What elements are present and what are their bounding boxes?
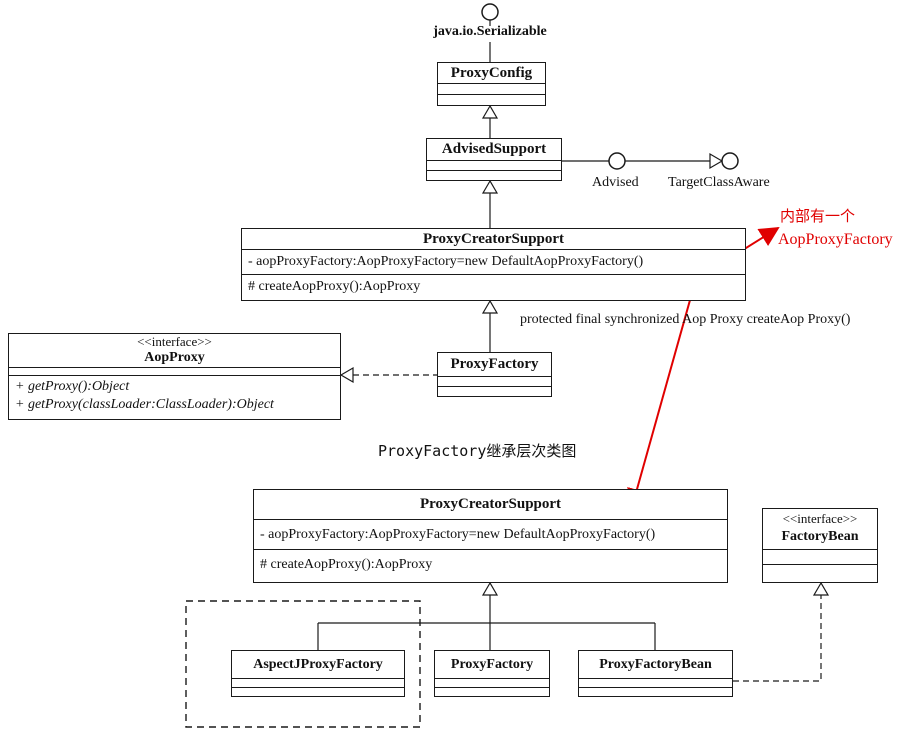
pcs-bottom-class: ProxyCreatorSupport - aopProxyFactory:Ao…: [253, 489, 728, 583]
advised-interface-circle: [608, 152, 626, 170]
pcs-top-class: ProxyCreatorSupport - aopProxyFactory:Ao…: [241, 228, 746, 301]
proxyfactory-top-class: ProxyFactory: [437, 352, 552, 397]
targetclassaware-label: TargetClassAware: [668, 175, 770, 190]
targetclassaware-interface-circle: [721, 152, 739, 170]
factorybean-interface: <<interface>> FactoryBean: [762, 508, 878, 583]
pcs-top-method: # createAopProxy():AopProxy: [242, 274, 745, 298]
advisedsupport-name: AdvisedSupport: [441, 141, 547, 157]
proxyfactory-extends-arrow: [481, 299, 499, 314]
aspectjproxyfactory-name: AspectJProxyFactory: [253, 657, 383, 672]
pcs-bottom-attr: - aopProxyFactory:AopProxyFactory=new De…: [254, 519, 727, 549]
annotation-line-1: 内部有一个: [780, 209, 856, 225]
bottom-extends-arrow: [481, 581, 499, 596]
pcs-top-attr: - aopProxyFactory:AopProxyFactory=new De…: [242, 249, 745, 274]
pcs-bottom-name: ProxyCreatorSupport: [419, 496, 562, 512]
factorybean-realization-line: [733, 595, 822, 682]
proxyconfig-name: ProxyConfig: [450, 65, 533, 81]
targetclassaware-arrow: [709, 152, 724, 170]
advised-label: Advised: [592, 175, 639, 190]
aopproxy-name: AopProxy: [144, 350, 205, 365]
proxyfactory-bottom-name: ProxyFactory: [450, 657, 534, 672]
proxyfactorybean-class: ProxyFactoryBean: [578, 650, 733, 697]
aopproxy-interface: <<interface>> AopProxy + getProxy():Obje…: [8, 333, 341, 420]
serializable-interface-circle: [481, 3, 499, 21]
proxyconfig-class: ProxyConfig: [437, 62, 546, 106]
serializable-label: java.io.Serializable: [433, 24, 547, 39]
factorybean-name: FactoryBean: [781, 529, 859, 544]
pcs-extends-arrow: [481, 179, 499, 194]
pcs-top-name: ProxyCreatorSupport: [422, 231, 565, 247]
proxyfactory-bottom-class: ProxyFactory: [434, 650, 550, 697]
pcs-top-attr-prefix: - aopProxyFactory:AopProxyFactory=: [248, 254, 465, 269]
aopproxy-method-1: + getProxy():Object: [9, 375, 340, 396]
pcs-top-attr-highlight: new DefaultAopProxyFactory(): [464, 254, 644, 269]
aspectjproxyfactory-class: AspectJProxyFactory: [231, 650, 405, 697]
aopproxy-realization-arrow: [339, 366, 354, 384]
aopproxy-stereotype: <<interface>>: [137, 334, 212, 349]
aopproxy-method-2: + getProxy(classLoader:ClassLoader):Obje…: [15, 397, 274, 412]
pcs-bottom-method: # createAopProxy():AopProxy: [254, 549, 727, 580]
advisedsupport-class: AdvisedSupport: [426, 138, 562, 181]
factorybean-realization-arrow: [812, 581, 830, 596]
factorybean-stereotype: <<interface>>: [782, 511, 858, 526]
advisedsupport-extends-arrow: [481, 104, 499, 119]
proxyfactory-top-name: ProxyFactory: [450, 356, 539, 372]
diagram-caption: ProxyFactory继承层次类图: [378, 442, 577, 460]
proxyfactorybean-name: ProxyFactoryBean: [599, 657, 712, 672]
protected-note: protected final synchronized Aop Proxy c…: [520, 312, 851, 327]
annotation-line-2: AopProxyFactory: [778, 231, 893, 248]
